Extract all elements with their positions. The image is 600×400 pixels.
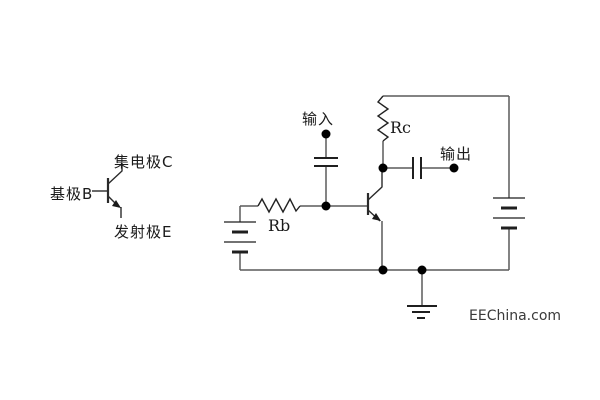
emitter-node-dot xyxy=(378,265,388,275)
collector-node-dot xyxy=(378,163,388,173)
rb-resistor xyxy=(257,197,301,214)
main-emitter-arrow-icon xyxy=(372,213,381,221)
output-label: 输出 xyxy=(440,145,473,163)
emitter-label: 发射极E xyxy=(114,223,173,241)
ground-icon xyxy=(407,305,437,319)
base-label: 基极B xyxy=(50,185,94,203)
input-terminal-dot xyxy=(321,129,331,139)
watermark-text: EEChina.com xyxy=(469,308,562,324)
input-capacitor xyxy=(314,157,338,167)
rc-resistor-label: Rc xyxy=(390,118,412,137)
collector-label: 集电极C xyxy=(114,153,174,171)
node-dots xyxy=(321,129,459,275)
output-capacitor xyxy=(412,157,422,179)
rb-resistor-label: Rb xyxy=(268,216,291,235)
right-battery xyxy=(493,197,525,230)
main-collector-lead xyxy=(367,168,383,201)
base-node-dot xyxy=(321,201,331,211)
ground-node-dot xyxy=(417,265,427,275)
main-transistor-symbol xyxy=(366,168,383,222)
wires xyxy=(239,95,510,306)
left-battery xyxy=(224,221,256,254)
input-label: 输入 xyxy=(302,110,335,128)
legend-emitter-arrow-icon xyxy=(112,200,121,208)
legend-collector-lead xyxy=(107,163,123,185)
output-terminal-dot xyxy=(449,163,459,173)
rc-resistor xyxy=(376,95,390,142)
legend-transistor-symbol xyxy=(92,163,123,218)
